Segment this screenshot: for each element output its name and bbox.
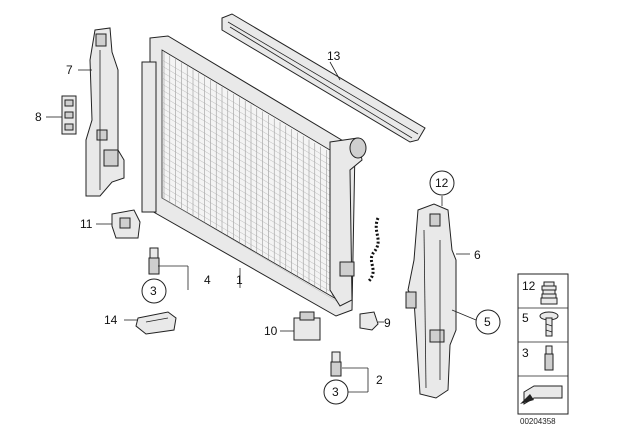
callout-9: 9 [384,316,391,330]
fin-row [161,59,339,165]
bracket-14 [135,311,177,335]
fastener-legend: 12 5 3 [517,273,569,415]
fin-row [161,71,339,177]
callout-3-left: 3 [150,284,157,298]
callout-5: 5 [484,315,491,329]
clip-9 [359,311,379,331]
radiator [141,35,367,317]
bolt-right [330,351,342,377]
legend-12: 12 [522,279,536,293]
fin-row [161,113,339,219]
fin-row [161,101,339,207]
fin-row [161,191,339,297]
callout-7: 7 [66,63,73,77]
legend-bolt-icon [544,345,554,371]
trim-strip [221,13,426,143]
bolt-left [148,247,160,275]
callout-11: 11 [80,217,93,231]
fin-row [161,179,339,285]
wiring-harness [366,217,380,284]
fin-row [161,77,339,183]
callout-14: 14 [104,313,118,327]
fin-row [161,167,339,273]
callout-3-right: 3 [332,385,339,399]
callout-13: 13 [327,49,341,63]
fin-row [161,107,339,213]
fin-row [161,65,339,171]
callout-1: 1 [236,273,243,287]
fin-row [161,83,339,189]
callout-circle-3-left [141,278,167,304]
legend-screw-icon [539,311,559,337]
legend-rivet-icon [540,281,558,305]
fin-row [161,131,339,237]
arrow-icon [520,385,563,405]
fin-row [161,125,339,231]
callout-8: 8 [35,110,42,124]
right-bracket [405,203,457,399]
callout-circle-3-right [323,379,349,405]
fin-row [161,185,339,291]
left-bracket [85,27,125,197]
callout-circle-12 [429,170,455,196]
fin-row [161,155,339,261]
fin-row [161,143,339,249]
bracket-11 [111,209,141,239]
fin-row [161,137,339,243]
fin-row [161,119,339,225]
callout-6: 6 [474,248,481,262]
callout-circle-5 [475,309,501,335]
callout-2: 2 [376,373,383,387]
leader-13 [329,61,341,81]
diagram-number: 00204358 [520,417,556,426]
fin-row [161,161,339,267]
clip-8 [61,95,77,135]
callout-4: 4 [204,273,211,287]
legend-5: 5 [522,311,529,325]
sensor-10 [293,311,321,341]
fin-row [161,173,339,279]
leader-5 [451,309,477,321]
callout-10: 10 [264,324,278,338]
fin-row [161,149,339,255]
fin-row [161,197,339,303]
legend-3: 3 [522,346,529,360]
callout-12: 12 [435,176,449,190]
fin-row [161,95,339,201]
fin-row [161,89,339,195]
